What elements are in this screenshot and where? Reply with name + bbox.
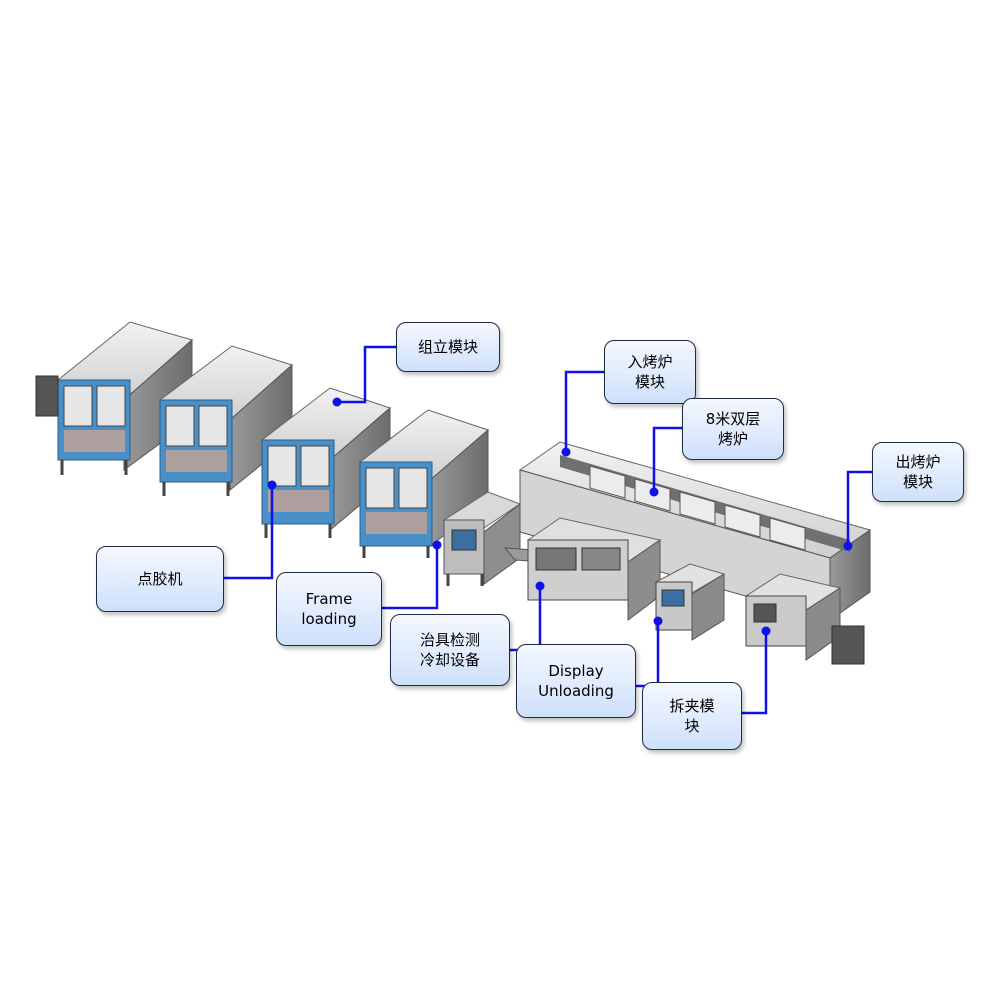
leader-dispenser xyxy=(224,485,274,580)
leader-display-unloading xyxy=(636,621,660,688)
frame-loading-unit xyxy=(442,491,522,586)
leader-oven-8m xyxy=(652,426,682,492)
oven-8m-unit xyxy=(518,441,872,621)
leader-unclamp xyxy=(742,631,768,715)
dispenser-unit-2 xyxy=(158,345,293,496)
callout-fixture-cooling[interactable]: 治具检测 冷却设备 xyxy=(390,614,510,686)
display-unloading-unit xyxy=(526,517,662,621)
leader-oven-in xyxy=(564,370,604,452)
leader-assembly xyxy=(337,345,396,404)
unclamp-unit xyxy=(654,563,726,641)
callout-display-unloading[interactable]: Display Unloading xyxy=(516,644,636,718)
leader-endpoints xyxy=(267,397,853,636)
callout-frame-loading[interactable]: Frame loading xyxy=(276,572,382,646)
callout-oven-out[interactable]: 出烤炉 模块 xyxy=(872,442,964,502)
callout-oven-in[interactable]: 入烤炉 模块 xyxy=(604,340,696,404)
leader-frame-loading xyxy=(382,545,439,610)
dispenser-unit-1 xyxy=(35,321,194,475)
callout-dispenser[interactable]: 点胶机 xyxy=(96,546,224,612)
callout-unclamp[interactable]: 拆夹模 块 xyxy=(642,682,742,750)
dispenser-unit-3 xyxy=(358,409,489,558)
callout-assembly[interactable]: 组立模块 xyxy=(396,322,500,372)
callout-oven-8m[interactable]: 8米双层 烤炉 xyxy=(682,398,784,460)
leader-oven-out xyxy=(846,470,872,546)
oven-out-unit xyxy=(744,573,865,665)
